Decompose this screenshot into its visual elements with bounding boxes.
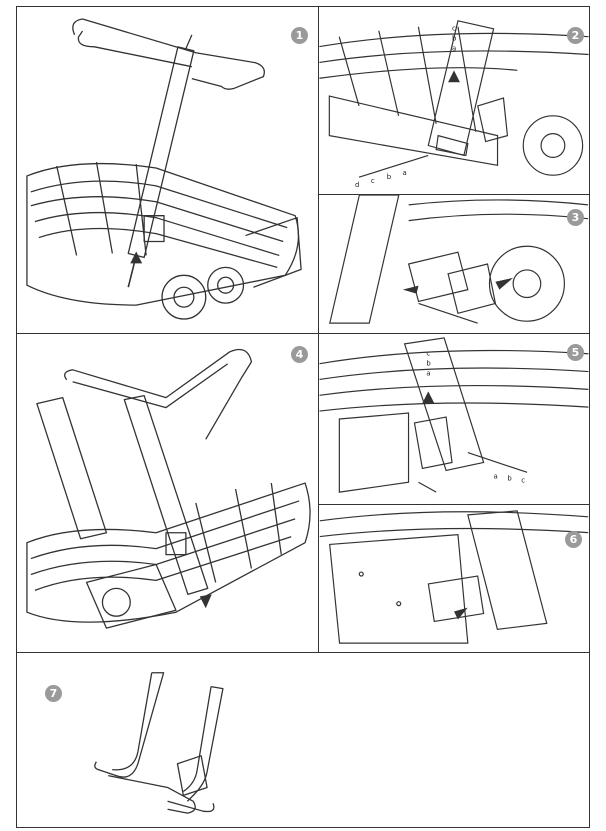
step-5-label-b-top: b bbox=[426, 360, 430, 368]
step-5-label-b: b bbox=[507, 474, 511, 482]
step-4-illustration bbox=[26, 348, 311, 629]
step-1-panel: 1 bbox=[16, 6, 319, 334]
step-5-label-c-top: c bbox=[426, 350, 430, 358]
step-5-label-a-top: a bbox=[426, 370, 430, 378]
step-1-badge: 1 bbox=[291, 27, 308, 44]
step-2-panel: c b a d c b a 2 bbox=[318, 6, 590, 195]
step-2-label-a: a bbox=[403, 169, 407, 177]
step-2-label-b-top: b bbox=[452, 35, 456, 43]
step-6-illustration bbox=[319, 510, 589, 644]
step-2-illustration: c b a d c b a bbox=[319, 20, 589, 189]
step-6-badge: 6 bbox=[565, 531, 582, 548]
step-7-illustration bbox=[94, 672, 224, 814]
step-6-panel: 6 bbox=[318, 504, 590, 653]
step-5-badge: 5 bbox=[567, 344, 584, 361]
step-4-badge: 4 bbox=[291, 346, 308, 363]
step-3-illustration bbox=[329, 195, 589, 324]
step-1-illustration bbox=[26, 18, 302, 320]
step-5-illustration: c b a a b c bbox=[319, 337, 589, 493]
step-3-badge: 3 bbox=[567, 209, 584, 226]
step-4-panel: 4 bbox=[16, 333, 319, 653]
step-5-label-a: a bbox=[494, 472, 498, 480]
step-2-label-c-top: c bbox=[452, 25, 456, 33]
step-2-label-d: d bbox=[355, 181, 359, 189]
step-2-label-b: b bbox=[387, 173, 391, 181]
step-7-badge: 7 bbox=[45, 685, 62, 702]
step-7-panel: 7 bbox=[16, 652, 590, 828]
step-2-badge: 2 bbox=[567, 27, 584, 44]
step-2-label-a-top: a bbox=[452, 45, 456, 53]
step-5-label-c: c bbox=[521, 476, 525, 484]
step-3-panel: 3 bbox=[318, 194, 590, 334]
step-2-label-c: c bbox=[371, 177, 375, 185]
step-5-panel: c b a a b c 5 bbox=[318, 333, 590, 505]
